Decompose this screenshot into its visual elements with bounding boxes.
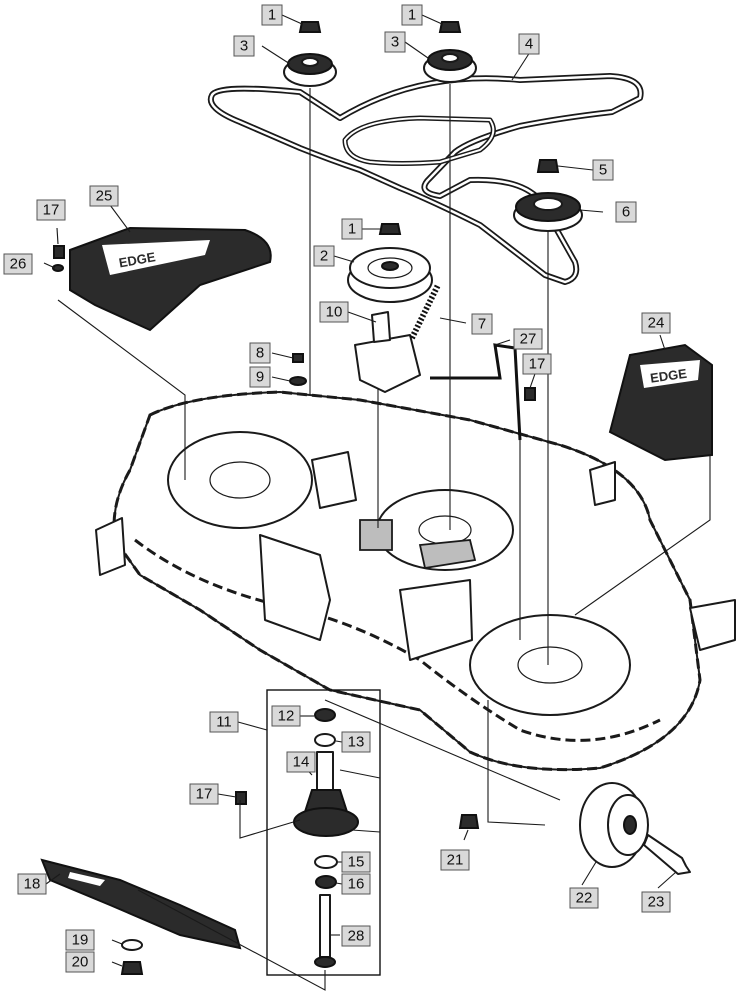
callout-17-right: 17 [522,353,552,375]
callout-1-b: 1 [401,4,423,26]
mower-deck [95,390,736,772]
callout-13: 13 [341,731,371,753]
callout-2: 2 [313,245,335,267]
svg-text:3: 3 [391,34,399,51]
callout-15: 15 [341,851,371,873]
callout-8: 8 [249,342,271,364]
svg-text:1: 1 [408,7,416,24]
callout-22: 22 [569,887,599,909]
idler-pulley-left [283,53,337,87]
svg-text:11: 11 [216,714,232,731]
callout-27: 27 [513,328,543,350]
callout-17-left: 17 [36,199,66,221]
callout-23: 23 [641,891,671,913]
flat-idler-pulley [347,247,433,303]
callout-18: 18 [17,873,47,895]
svg-text:12: 12 [278,708,295,725]
blade-nut-20 [120,961,144,975]
svg-text:5: 5 [599,162,607,179]
svg-text:10: 10 [326,304,343,321]
svg-text:24: 24 [648,315,665,332]
callout-26: 26 [3,253,33,275]
callout-11: 11 [209,711,239,733]
svg-text:22: 22 [576,890,593,907]
svg-text:17: 17 [196,786,213,803]
nut-pulley-6 [536,159,560,173]
svg-text:8: 8 [256,345,264,362]
washer-9 [289,376,307,386]
svg-text:14: 14 [293,754,310,771]
callout-3-b: 3 [384,31,406,53]
mower-blade [40,858,242,950]
svg-text:7: 7 [478,316,486,333]
bolt-8 [292,353,304,363]
nut-top-right [438,21,462,33]
callout-20: 20 [65,951,95,973]
spindle-assembly-parts [293,708,359,968]
nut-center [378,223,402,235]
spindle-assembly-box [266,689,381,976]
callout-19: 19 [65,929,95,951]
nut-21 [458,814,480,829]
callout-21: 21 [440,849,470,871]
callout-4: 4 [518,33,540,55]
screw-17-right [524,387,536,401]
svg-text:23: 23 [648,894,665,911]
svg-text:19: 19 [72,932,89,949]
callout-9: 9 [249,366,271,388]
svg-text:18: 18 [24,876,41,893]
callout-6: 6 [615,201,637,223]
svg-text:21: 21 [447,852,464,869]
svg-text:27: 27 [520,331,537,348]
callout-5: 5 [592,159,614,181]
screw-17-spindle [235,791,247,805]
washer-26 [52,264,64,272]
belt-cover-right: EDGE [608,343,713,462]
left-cover-decal: EDGE [118,249,157,270]
svg-text:2: 2 [320,248,328,265]
wheel-bolt [643,834,691,875]
screw-17-left [53,245,65,259]
nut-top-left [298,21,322,33]
callout-10: 10 [319,301,349,323]
callout-16: 16 [341,873,371,895]
callout-7: 7 [471,313,493,335]
leader-lines [43,14,711,991]
svg-text:15: 15 [348,854,365,871]
callout-25: 25 [89,185,119,207]
callout-1-c: 1 [341,218,363,240]
drive-belt [207,73,644,285]
svg-text:1: 1 [348,221,356,238]
svg-text:13: 13 [348,734,365,751]
svg-text:26: 26 [10,256,27,273]
belt-cover-left: EDGE [69,226,272,332]
svg-text:28: 28 [348,928,365,945]
svg-text:16: 16 [348,876,365,893]
svg-text:17: 17 [529,356,546,373]
svg-text:20: 20 [72,954,89,971]
callout-17-spindle: 17 [189,783,219,805]
gauge-wheel [579,782,649,868]
callout-1-a: 1 [261,4,283,26]
spindle-pulley [513,192,583,232]
callout-3-a: 3 [233,35,255,57]
idler-pulley-right [423,49,477,83]
callout-14: 14 [286,751,316,773]
svg-text:9: 9 [256,369,264,386]
blade-washer-19 [121,939,143,951]
svg-text:6: 6 [622,204,630,221]
svg-text:3: 3 [240,38,248,55]
svg-text:4: 4 [525,36,533,53]
callout-12: 12 [271,705,301,727]
tension-spring [409,283,441,340]
svg-text:17: 17 [43,202,60,219]
svg-text:1: 1 [268,7,276,24]
callout-28: 28 [341,925,371,947]
svg-text:25: 25 [96,188,113,205]
callout-24: 24 [641,312,671,334]
idler-arm [354,311,421,393]
right-cover-decal: EDGE [649,366,688,386]
